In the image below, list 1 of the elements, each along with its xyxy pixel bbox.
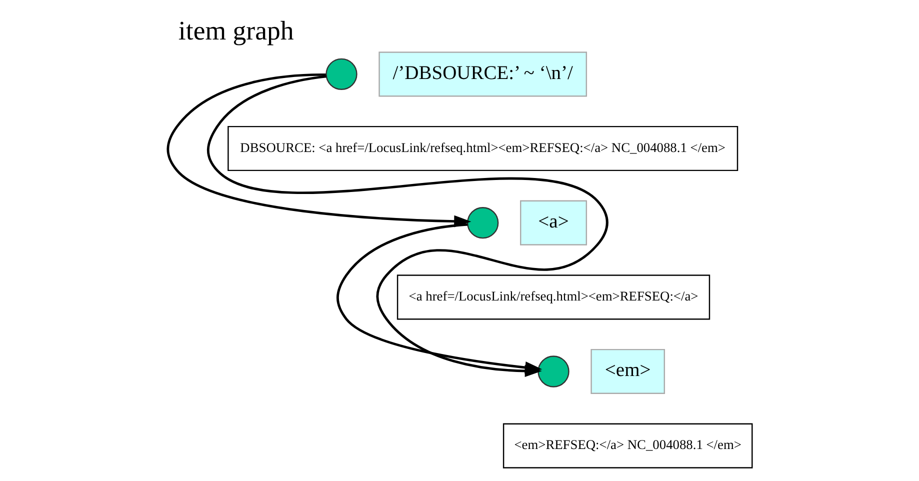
- diagram-title: item graph: [178, 16, 294, 46]
